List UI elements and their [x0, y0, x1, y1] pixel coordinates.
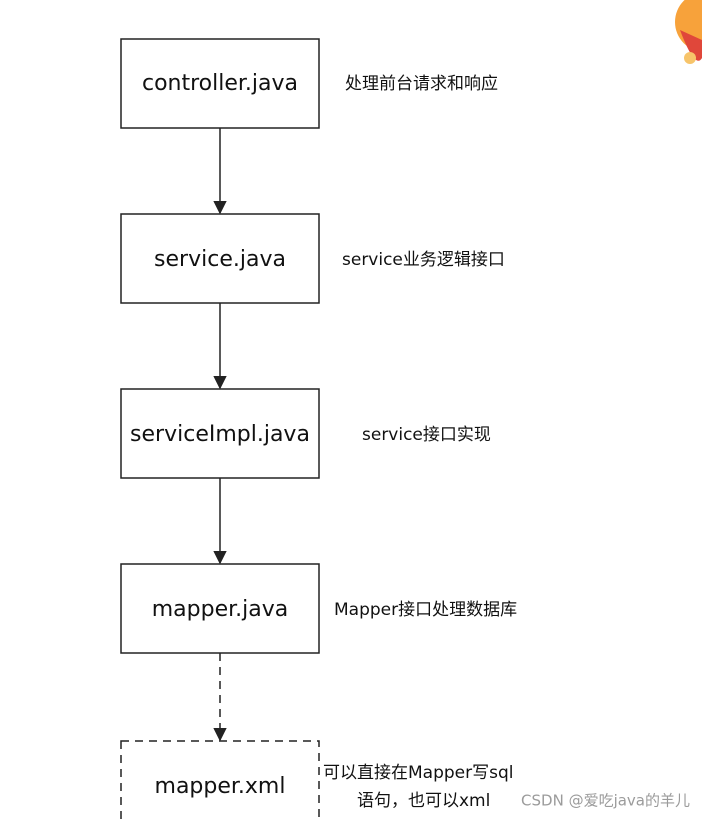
watermark: CSDN @爱吃java的羊儿 [521, 792, 690, 810]
orange-logo-icon [675, 0, 702, 64]
node-note: service接口实现 [362, 425, 491, 445]
node-box [120, 388, 320, 479]
node-note: 可以直接在Mapper写sql [323, 763, 514, 783]
node-note-line2: 语句，也可以xml [357, 791, 490, 811]
node-service-impl: serviceImpl.java [120, 388, 320, 479]
node-service: service.java [120, 213, 320, 304]
node-label: controller.java [142, 71, 298, 96]
node-note: Mapper接口处理数据库 [334, 600, 517, 620]
node-mapper-java: mapper.java [120, 563, 320, 654]
node-label: mapper.java [152, 597, 289, 622]
node-label: mapper.xml [155, 774, 286, 799]
node-label: serviceImpl.java [130, 422, 310, 447]
node-box [120, 38, 320, 129]
node-label: service.java [154, 247, 286, 272]
node-note: 处理前台请求和响应 [345, 74, 498, 94]
node-mapper-xml: mapper.xml [120, 740, 320, 821]
node-controller: controller.java [120, 38, 320, 129]
node-box [120, 740, 320, 821]
node-note: service业务逻辑接口 [342, 250, 505, 270]
